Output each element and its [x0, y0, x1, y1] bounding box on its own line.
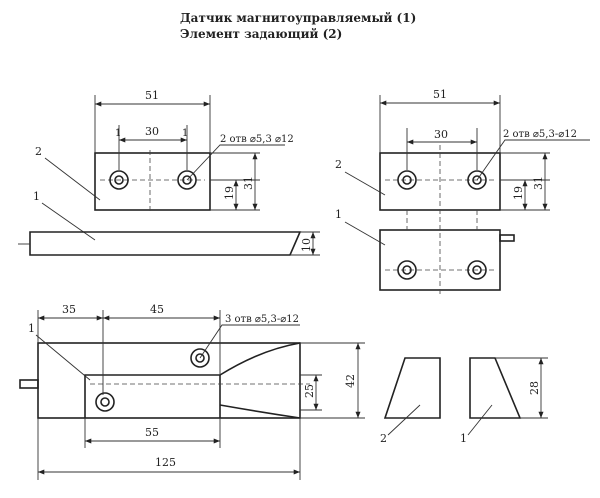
dim-30: 30 — [145, 125, 159, 138]
part-label-2: 2 — [335, 158, 342, 171]
dim-55: 55 — [145, 426, 159, 439]
dim-25: 25 — [303, 384, 316, 398]
view-c: 35 45 55 125 25 42 3 отв ⌀5,3-⌀12 1 — [19, 303, 365, 480]
dim-42: 42 — [344, 374, 357, 388]
title-line-2: Элемент задающий (2) — [180, 27, 342, 41]
dim-19: 19 — [223, 186, 236, 200]
dim-51: 51 — [433, 88, 447, 101]
dim-31: 31 — [532, 176, 545, 190]
hole — [109, 170, 129, 190]
dim-51: 51 — [145, 89, 159, 102]
section-mark: 1 — [115, 128, 121, 139]
view-a-top: 51 30 1 1 19 31 2 отв ⌀5,3 ⌀12 2 1 10 — [18, 89, 320, 256]
title-line-1: Датчик магнитоуправляемый (1) — [180, 11, 416, 25]
part-label-2: 2 — [35, 145, 42, 158]
part-label-1: 1 — [335, 208, 342, 221]
dim-35: 35 — [62, 303, 76, 316]
dim-30: 30 — [434, 128, 448, 141]
part-label-1: 1 — [460, 432, 467, 445]
hole-note: 2 отв ⌀5,3 ⌀12 — [220, 134, 294, 145]
dim-19: 19 — [512, 186, 525, 200]
part-label-1: 1 — [33, 190, 40, 203]
dim-125: 125 — [155, 456, 176, 469]
part-label-1: 1 — [28, 322, 35, 335]
section-mark: 1 — [182, 128, 188, 139]
dim-28: 28 — [528, 381, 541, 395]
view-d: 28 2 1 — [380, 357, 548, 445]
dim-10: 10 — [300, 238, 313, 252]
view-b: 51 30 19 31 2 отв ⌀5,3-⌀12 2 1 — [335, 88, 590, 295]
hole — [177, 170, 197, 190]
part-label-2: 2 — [380, 432, 387, 445]
dim-31: 31 — [242, 176, 255, 190]
hole-note: 2 отв ⌀5,3-⌀12 — [503, 129, 577, 140]
dim-45: 45 — [150, 303, 164, 316]
hole-note: 3 отв ⌀5,3-⌀12 — [225, 314, 299, 325]
